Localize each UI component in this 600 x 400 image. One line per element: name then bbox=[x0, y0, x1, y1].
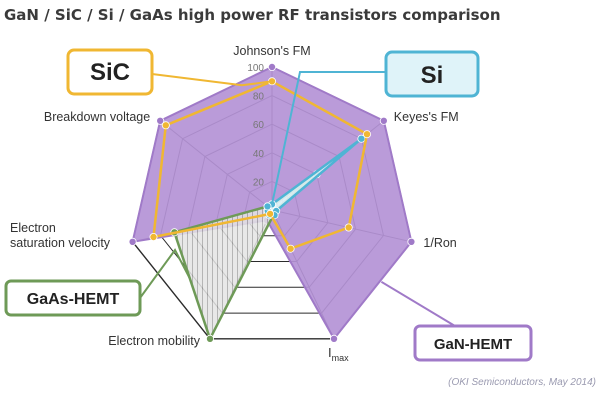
legend-callout-gaas: GaAs-HEMT bbox=[4, 248, 191, 317]
legend-callout-si: Si bbox=[271, 50, 480, 205]
tick-label-40: 40 bbox=[253, 149, 265, 160]
legend-label-sic: SiC bbox=[90, 59, 130, 86]
axis-label-1-ron: 1/Ron bbox=[423, 236, 456, 250]
series-shape-sic bbox=[152, 80, 369, 250]
leader-line-si bbox=[271, 71, 386, 205]
tick-label-20: 20 bbox=[253, 177, 265, 188]
axis-label-electron-mobility: Electron mobility bbox=[108, 334, 200, 348]
leader-line-gaas bbox=[139, 248, 191, 299]
series-sic bbox=[149, 77, 371, 253]
legend-label-si: Si bbox=[421, 62, 444, 89]
point-gan-hemt-breakdown-voltage bbox=[156, 116, 165, 125]
axis-label-imax: Imax bbox=[328, 345, 349, 363]
point-gan-hemt-1-ron bbox=[407, 237, 416, 246]
axis-label-breakdown-voltage: Breakdown voltage bbox=[44, 110, 150, 124]
point-sic-1-ron bbox=[344, 223, 353, 232]
point-sic-electron-mobility bbox=[266, 209, 275, 218]
point-gan-hemt-johnson-s-fm bbox=[267, 63, 276, 72]
tick-label-60: 60 bbox=[253, 120, 265, 131]
point-sic-breakdown-voltage bbox=[161, 121, 170, 130]
legend-label-gaas: GaAs-HEMT bbox=[27, 291, 120, 308]
leader-line-gan bbox=[380, 280, 456, 327]
axis-label-johnson-s-fm: Johnson's FM bbox=[233, 44, 310, 58]
legend-box-sic bbox=[66, 48, 154, 96]
point-gan-hemt-electron-saturation-velocity bbox=[128, 237, 137, 246]
tick-label-100: 100 bbox=[247, 63, 264, 74]
tick-labels: 20 40 60 80 100 bbox=[247, 63, 264, 188]
legend-callout-gan: GaN-HEMT bbox=[380, 280, 533, 362]
leader-line-sic bbox=[151, 73, 273, 87]
axis-label-keyes-s-fm: Keyes's FM bbox=[394, 110, 459, 124]
point-sic-imax bbox=[286, 244, 295, 253]
legend-label-gan: GaN-HEMT bbox=[434, 336, 512, 353]
point-sic-keyes-s-fm bbox=[362, 130, 371, 139]
legend-box-gan bbox=[413, 324, 533, 362]
legend-box-si bbox=[384, 50, 480, 98]
point-si-breakdown-voltage bbox=[263, 202, 272, 211]
chart-title: GaN / SiC / Si / GaAs high power RF tran… bbox=[4, 6, 501, 24]
point-gan-hemt-imax bbox=[329, 334, 338, 343]
tick-label-80: 80 bbox=[253, 92, 265, 103]
legend-callout-sic: SiC bbox=[66, 48, 273, 96]
point-sic-electron-saturation-velocity bbox=[149, 232, 158, 241]
point-gaas-hemt-electron-mobility bbox=[205, 334, 214, 343]
source-credit: (OKI Semiconductors, May 2014) bbox=[448, 377, 596, 388]
point-gan-hemt-keyes-s-fm bbox=[379, 116, 388, 125]
legend-box-gaas bbox=[4, 279, 142, 317]
